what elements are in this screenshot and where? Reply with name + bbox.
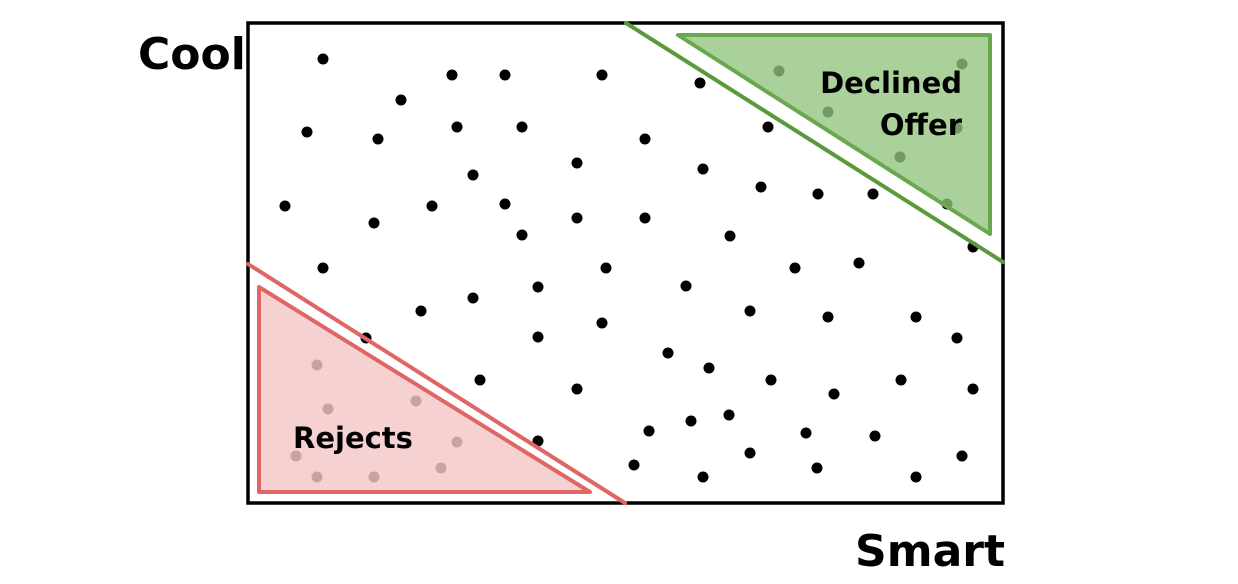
population-dot [368, 217, 380, 229]
population-dot [951, 332, 963, 344]
population-dot [697, 471, 709, 483]
population-dot [910, 471, 922, 483]
population-dot [415, 305, 427, 317]
population-dot [910, 311, 922, 323]
population-dot [532, 331, 544, 343]
population-dot [451, 121, 463, 133]
population-dot [755, 181, 767, 193]
population-dot [317, 53, 329, 65]
population-dot [532, 281, 544, 293]
population-dot [516, 229, 528, 241]
population-dots [279, 53, 979, 483]
population-dot [628, 459, 640, 471]
declined-offer-region [676, 33, 992, 236]
population-dot [724, 230, 736, 242]
population-dot [822, 311, 834, 323]
population-dot [662, 347, 674, 359]
population-dot [643, 425, 655, 437]
population-dot [600, 262, 612, 274]
population-dot [317, 262, 329, 274]
population-dot [372, 133, 384, 145]
population-dot [596, 69, 608, 81]
population-dot [853, 257, 865, 269]
population-dot [744, 305, 756, 317]
population-dot [395, 94, 407, 106]
population-dot [685, 415, 697, 427]
population-dot [467, 292, 479, 304]
population-dot [789, 262, 801, 274]
population-dot [895, 374, 907, 386]
population-dot [765, 374, 777, 386]
population-dot [474, 374, 486, 386]
population-dot [967, 383, 979, 395]
declined-offer-label-line2: Offer [880, 108, 963, 142]
rejects-region [257, 285, 592, 494]
rejects-label: Rejects [293, 421, 413, 455]
population-dot [571, 383, 583, 395]
population-dot [762, 121, 774, 133]
population-dot [697, 163, 709, 175]
population-dot [516, 121, 528, 133]
population-dot [499, 198, 511, 210]
rejects-boundary-line [246, 262, 627, 505]
population-dot [867, 188, 879, 200]
population-dot [446, 69, 458, 81]
x-axis-label: Smart [855, 526, 1005, 577]
population-dot [499, 69, 511, 81]
population-dot [301, 126, 313, 138]
population-dot [703, 362, 715, 374]
population-dot [956, 450, 968, 462]
population-dot [467, 169, 479, 181]
population-dot [828, 388, 840, 400]
population-dot [723, 409, 735, 421]
population-dot [639, 212, 651, 224]
declined-offer-boundary-line [624, 21, 1005, 264]
population-dot [744, 447, 756, 459]
population-dot [811, 462, 823, 474]
population-dot [800, 427, 812, 439]
population-dot [571, 157, 583, 169]
population-dot [812, 188, 824, 200]
declined-offer-label-line1: Declined [820, 66, 962, 100]
population-dot [596, 317, 608, 329]
population-dot [639, 133, 651, 145]
population-dot [279, 200, 291, 212]
population-dot [869, 430, 881, 442]
population-dot [426, 200, 438, 212]
y-axis-label: Cool [138, 29, 246, 80]
population-dot [694, 77, 706, 89]
population-dot [680, 280, 692, 292]
population-dot [571, 212, 583, 224]
